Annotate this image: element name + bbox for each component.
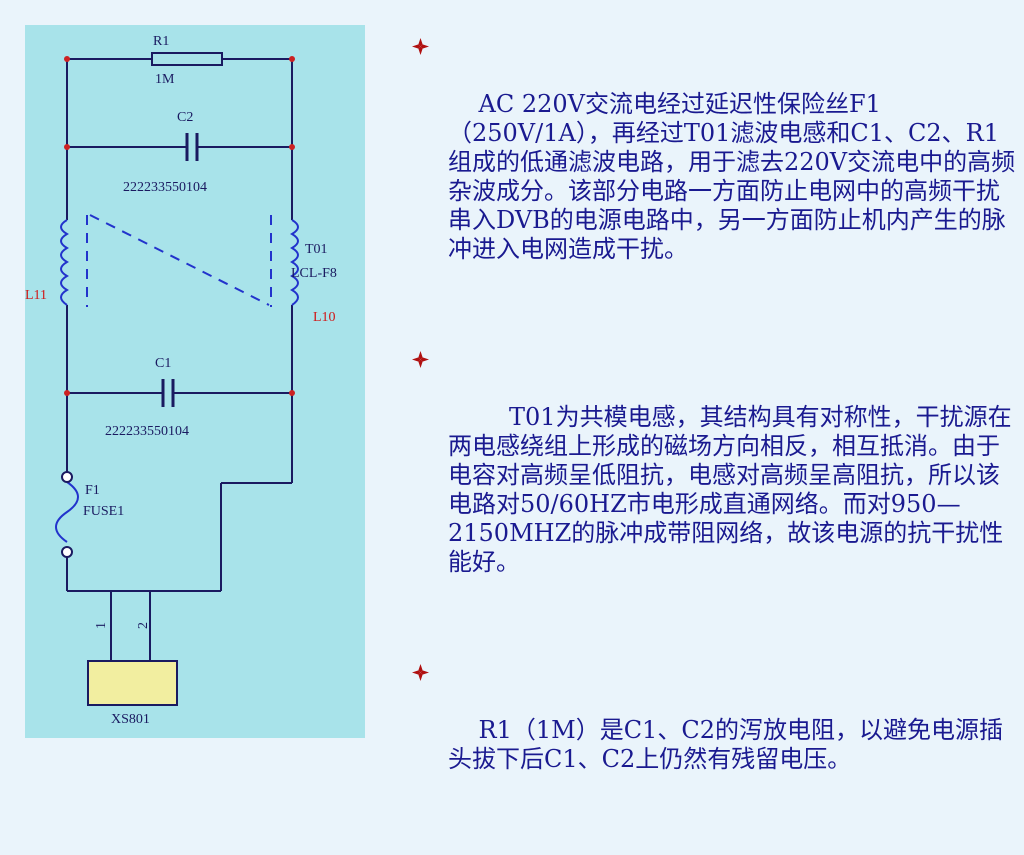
bullet-item-3: R1（1M）是C1、C2的泻放电阻，以避免电源插头拔下后C1、C2上仍然有残留电… xyxy=(412,658,1016,803)
c1-ref-label: C1 xyxy=(155,356,171,371)
pin1-label: 1 xyxy=(94,622,109,629)
c1-value-label: 222233550104 xyxy=(105,424,189,439)
xs801-label: XS801 xyxy=(111,712,150,727)
r1-ref-label: R1 xyxy=(153,34,169,49)
explanation-panel: AC 220V交流电经过延迟性保险丝F1（250V/1A），再经过T01滤波电感… xyxy=(412,32,1016,855)
diamond-bullet-icon xyxy=(412,351,429,368)
t01-value-label: LCL-F8 xyxy=(291,266,337,281)
bullet-item-1: AC 220V交流电经过延迟性保险丝F1（250V/1A），再经过T01滤波电感… xyxy=(412,32,1016,293)
f1-ref-label: F1 xyxy=(85,483,100,498)
r1-value-label: 1M xyxy=(155,72,175,87)
bullet-item-2: T01为共模电感，其结构具有对称性，干扰源在两电感绕组上形成的磁场方向相反，相互… xyxy=(412,345,1016,606)
bullet-text: R1（1M）是C1、C2的泻放电阻，以避免电源插头拔下后C1、C2上仍然有残留电… xyxy=(448,716,1003,773)
pin2-label: 2 xyxy=(136,622,151,629)
c2-value-label: 222233550104 xyxy=(123,180,207,195)
bullet-text: AC 220V交流电经过延迟性保险丝F1（250V/1A），再经过T01滤波电感… xyxy=(448,90,1016,263)
t01-ref-label: T01 xyxy=(305,242,328,257)
diamond-bullet-icon xyxy=(412,38,429,55)
c2-ref-label: C2 xyxy=(177,110,193,125)
bullet-text: T01为共模电感，其结构具有对称性，干扰源在两电感绕组上形成的磁场方向相反，相互… xyxy=(448,403,1012,576)
circuit-schematic: R1 1M C2 222233550104 T01 LCL-F8 L11 L10… xyxy=(25,25,365,738)
l10-label: L10 xyxy=(313,310,336,325)
f1-value-label: FUSE1 xyxy=(83,504,124,519)
l11-label: L11 xyxy=(25,288,47,303)
diamond-bullet-icon xyxy=(412,664,429,681)
